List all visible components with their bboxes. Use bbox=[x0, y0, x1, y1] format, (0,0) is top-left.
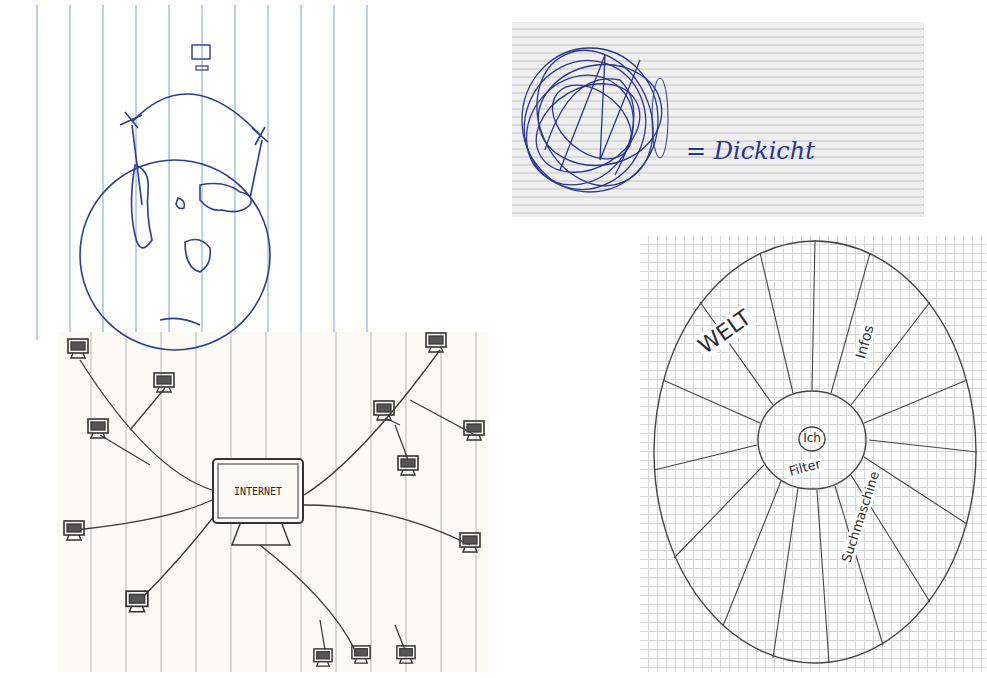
self-circle: Ich bbox=[798, 426, 826, 452]
internet-label: INTERNET bbox=[232, 486, 284, 497]
grid-paper bbox=[640, 236, 986, 672]
internet-monitor: INTERNET bbox=[212, 458, 304, 524]
search-engine-label: Suchmaschine bbox=[839, 468, 883, 566]
filter-label: Filter bbox=[786, 456, 825, 479]
lined-paper bbox=[5, 5, 370, 340]
world-label: WELT bbox=[693, 304, 758, 360]
world-ellipse: WELT InfosSuchmaschine Filter Ich bbox=[653, 240, 977, 664]
scribble bbox=[504, 31, 674, 206]
ellipse-outline bbox=[653, 240, 977, 664]
filter-ellipse: Filter Ich bbox=[757, 390, 867, 490]
ray-lines bbox=[654, 240, 977, 663]
globe-sketch bbox=[80, 45, 270, 350]
network-sketch bbox=[64, 333, 484, 666]
note-label: = Dickicht bbox=[686, 138, 815, 164]
info-label: Infos bbox=[853, 322, 878, 362]
self-label: Ich bbox=[801, 432, 823, 445]
